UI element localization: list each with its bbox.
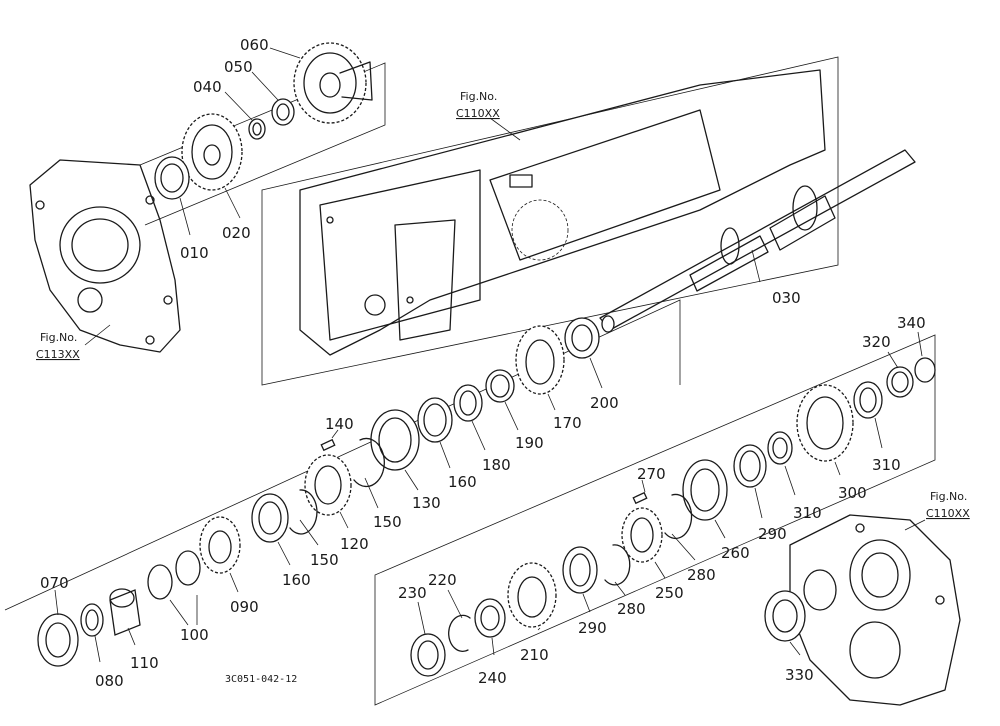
snap-340 [914,357,936,383]
callout-050: 050 [224,58,253,76]
bearing-010 [154,156,190,200]
callout-020: 020 [222,224,251,242]
bearing-330 [764,590,806,642]
snap-150-upper [353,437,385,488]
callout-310-lower: 310 [793,504,822,522]
sleeve-260 [682,459,728,521]
fig-ref-leader-left [84,324,111,346]
callout-180: 180 [482,456,511,474]
callout-170: 170 [553,414,582,432]
fig-ref-prefix-top: Fig.No. [460,90,497,103]
gear-020 [181,113,243,191]
main-shaft-030 [599,149,916,333]
callout-200: 200 [590,394,619,412]
case-c110xx-right [789,514,961,706]
callout-080: 080 [95,672,124,690]
callout-220: 220 [428,571,457,589]
callout-330: 330 [785,666,814,684]
callout-060: 060 [240,36,269,54]
callout-280-upper: 280 [687,566,716,584]
callout-290-upper: 290 [758,525,787,543]
collar-110 [109,588,141,636]
fig-ref-number-left[interactable]: C113XX [36,348,80,361]
callout-010: 010 [180,244,209,262]
fig-ref-prefix-left: Fig.No. [40,331,77,344]
transmission-housing [299,69,826,356]
sleeve-130 [370,409,420,471]
snap-150-lower [289,489,318,535]
ring-290-upper [733,444,767,488]
gear-210 [507,562,557,628]
callout-260: 260 [721,544,750,562]
gear-170 [515,325,565,395]
hub-120 [304,454,352,516]
callout-090: 090 [230,598,259,616]
callout-230: 230 [398,584,427,602]
snap-280-upper [664,493,693,540]
ring-290-lower [562,546,598,594]
fig-ref-leader-top [489,117,521,141]
callout-150-lower: 150 [310,551,339,569]
ring-040 [248,118,266,140]
ring-160-lower [251,493,289,543]
callout-140: 140 [325,415,354,433]
case-c113xx [29,159,181,353]
bearing-240 [474,598,506,638]
callout-280-lower: 280 [617,600,646,618]
callout-250: 250 [655,584,684,602]
bearing-200 [564,317,600,359]
panel-top-left [139,62,386,226]
callout-150-upper: 150 [373,513,402,531]
bearing-230 [410,633,446,677]
bearing-180 [453,384,483,422]
bearing-310-lower [767,431,793,465]
callout-030: 030 [772,289,801,307]
callout-300: 300 [838,484,867,502]
washer-080 [80,603,104,637]
panel-lower-right [374,334,936,706]
key-270 [632,491,648,505]
needle-bearings-100 [147,550,201,600]
callout-340: 340 [897,314,926,332]
gear-060 [293,42,373,124]
snap-280-lower [604,544,631,586]
fig-ref-number-right[interactable]: C110XX [926,507,970,520]
callout-120: 120 [340,535,369,553]
panel-housing-frame [261,56,839,386]
hub-250 [621,507,663,563]
callout-320: 320 [862,333,891,351]
gear-090 [199,516,241,574]
callout-070: 070 [40,574,69,592]
callout-110: 110 [130,654,159,672]
bearing-070 [37,613,79,667]
callout-160-lower: 160 [282,571,311,589]
fig-ref-prefix-right: Fig.No. [930,490,967,503]
fig-ref-number-top[interactable]: C110XX [456,107,500,120]
bearing-310-upper [853,381,883,419]
figure-code: 3C051-042-12 [225,674,297,685]
callout-290-lower: 290 [578,619,607,637]
gear-300 [796,384,854,462]
callout-130: 130 [412,494,441,512]
callout-270: 270 [637,465,666,483]
callout-160-upper: 160 [448,473,477,491]
callout-100: 100 [180,626,209,644]
callouts: 060 050 040 010 020 030 070 080 110 100 … [40,36,926,690]
callout-310-upper: 310 [872,456,901,474]
callout-190: 190 [515,434,544,452]
callout-240: 240 [478,669,507,687]
snap-220 [448,614,471,652]
callout-210: 210 [520,646,549,664]
panel-lower-left [4,299,681,611]
callout-040: 040 [193,78,222,96]
key-140 [320,438,336,452]
ring-190 [485,369,515,403]
fig-ref-leader-right [904,519,926,531]
ring-160-upper [417,397,453,443]
ring-320 [886,366,914,398]
washer-050 [271,98,295,126]
